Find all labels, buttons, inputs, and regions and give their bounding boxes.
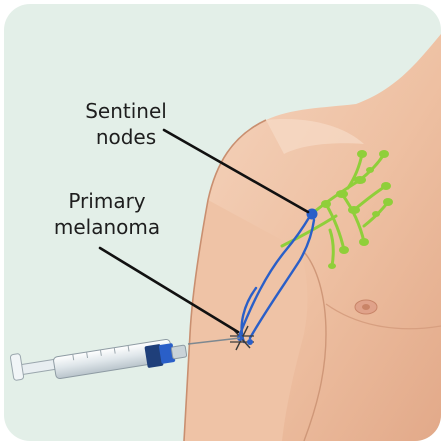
sentinel-nodes-label: Sentinel nodes xyxy=(66,98,186,150)
sentinel-label-line-2: nodes xyxy=(66,124,186,150)
primary-melanoma-label: Primary melanoma xyxy=(32,188,182,240)
nipple-center xyxy=(362,304,370,310)
sentinel-node-dot xyxy=(307,209,318,220)
diagram-panel: Sentinel nodes Primary melanoma xyxy=(4,4,441,441)
primary-label-line-1: Primary xyxy=(32,188,182,214)
primary-label-line-2: melanoma xyxy=(32,214,182,240)
sentinel-label-line-1: Sentinel xyxy=(66,98,186,124)
